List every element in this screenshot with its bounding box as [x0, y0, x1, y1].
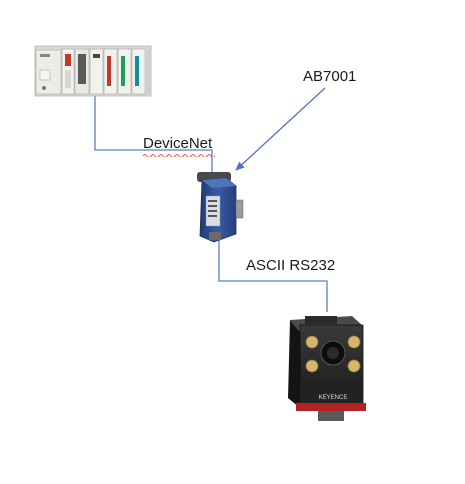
serial-link-label: ASCII RS232 [246, 257, 336, 274]
spellcheck-underline [143, 154, 215, 157]
fieldbus-label-text: DeviceNet [143, 135, 213, 152]
rs232-cable [218, 240, 328, 312]
camera-brand-text: KEYENCE [319, 395, 348, 401]
devicenet-cable [94, 94, 213, 178]
vision-camera-icon: KEYENCE [288, 316, 366, 421]
gateway-model-label: AB7001 [303, 68, 357, 85]
model-pointer-arrow [235, 87, 326, 171]
fieldbus-label: DeviceNet [143, 135, 215, 157]
gateway-module-icon [197, 172, 244, 243]
plc-rack-icon [34, 45, 152, 97]
